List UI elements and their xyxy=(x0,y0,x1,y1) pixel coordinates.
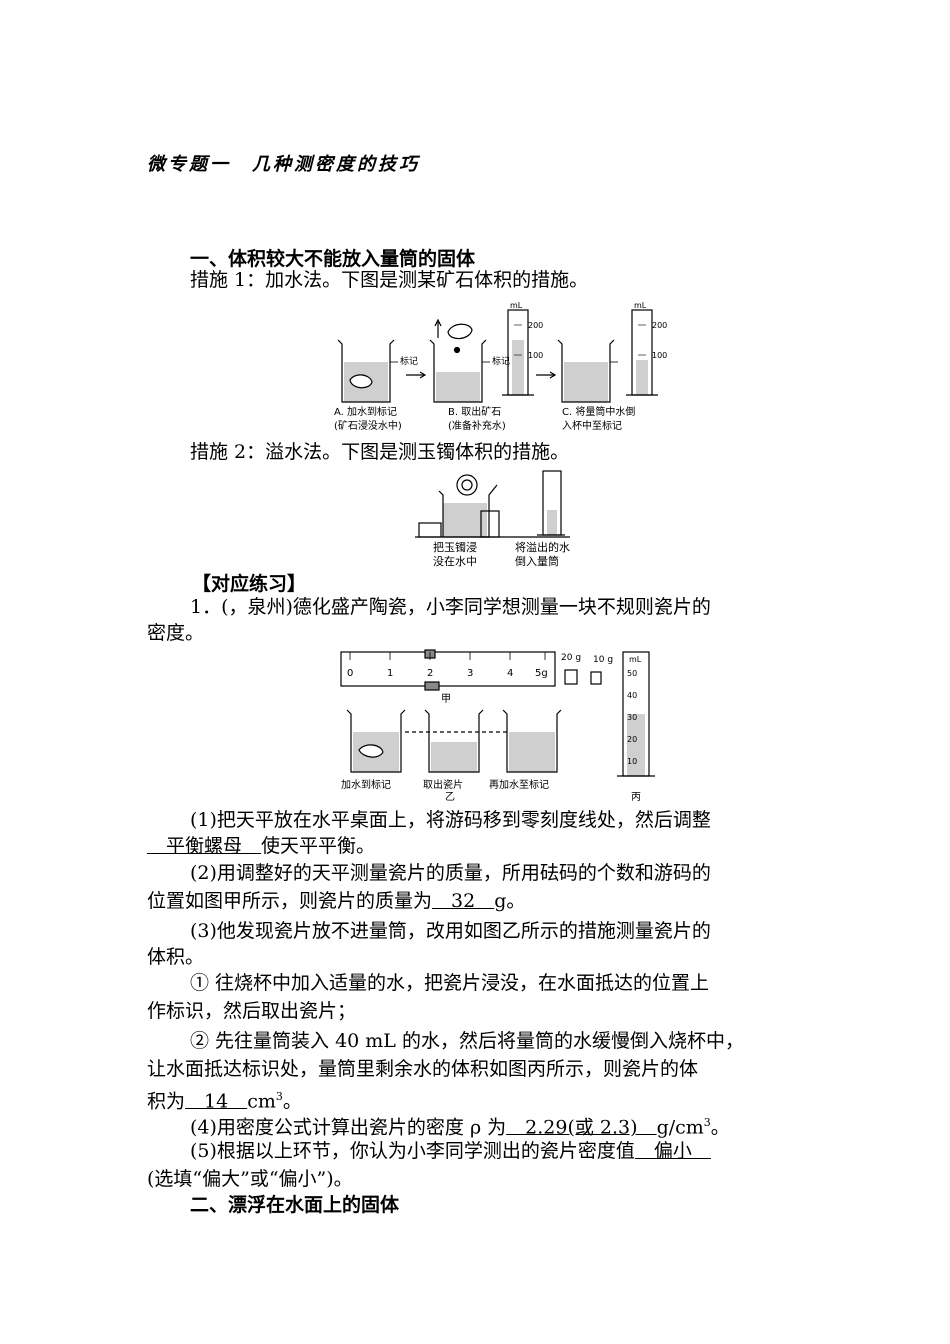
step3-unit: cm xyxy=(247,1090,276,1113)
fig2-right-line2: 倒入量筒 xyxy=(515,554,559,568)
step1-line2: 平衡螺母 使天平平衡。 xyxy=(147,831,375,861)
caption-a2: (矿石浸没水中) xyxy=(334,419,402,432)
step3-end: 。 xyxy=(282,1090,302,1113)
mark-label-a: 标记 xyxy=(400,355,418,367)
page-title: 微专题一 几种测密度的技巧 xyxy=(147,154,420,175)
cyl-20: 20 xyxy=(627,735,637,744)
figure-porcelain-measurement: 0 1 2 3 4 5g 20 g 10 g 甲 乙 丙 加水到标记 取出瓷片 … xyxy=(340,649,655,802)
step3-d2: 让水面抵达标识处，量筒里剩余水的体积如图丙所示，则瓷片的体 xyxy=(147,1058,699,1080)
step4-text: (4)用密度公式计算出瓷片的密度 ρ 为 xyxy=(190,1116,507,1139)
caption-add-water: 加水到标记 xyxy=(341,779,391,791)
tick-100-1: 100 xyxy=(528,351,543,360)
method2-text: 措施 2：溢水法。下图是测玉镯体积的措施。 xyxy=(190,441,570,463)
step2-text: 位置如图甲所示，则瓷片的质量为 xyxy=(147,890,433,912)
label-bing: 丙 xyxy=(631,792,641,802)
step5-text: (5)根据以上环节，你认为小李同学测出的瓷片密度值 xyxy=(190,1140,635,1162)
step4-sup: 3 xyxy=(703,1116,711,1129)
step2-line2: 位置如图甲所示，则瓷片的质量为 32 g。 xyxy=(147,886,525,916)
step3-sup: 3 xyxy=(275,1090,283,1103)
cylinder-ml: mL xyxy=(629,655,642,664)
step3-d3: 积为 14 cm3。 xyxy=(147,1082,302,1116)
q1-line2: 密度。 xyxy=(147,622,205,644)
step3-d3-text: 积为 xyxy=(147,1090,186,1113)
q1-line1: 1．(，泉州)德化盛产陶瓷，小李同学想测量一块不规则瓷片的 xyxy=(190,596,711,618)
step4-line: (4)用密度公式计算出瓷片的密度 ρ 为 2.29(或 2.3) g/cm3。 xyxy=(190,1108,730,1142)
step2-unit: g。 xyxy=(494,890,526,912)
label-yi: 乙 xyxy=(445,791,455,802)
tick-200-2: 200 xyxy=(652,321,667,330)
tick-100-2: 100 xyxy=(652,351,667,360)
caption-a1: A. 加水到标记 xyxy=(334,406,397,418)
cyl-10: 10 xyxy=(627,757,637,766)
answer-balance-nut: 平衡螺母 xyxy=(147,835,262,857)
answer-smaller: 偏小 xyxy=(634,1140,711,1162)
step3-line2: 体积。 xyxy=(147,946,205,968)
caption-remove-piece: 取出瓷片 xyxy=(423,778,463,791)
caption-b2: (准备补充水) xyxy=(448,419,506,432)
caption-c2: 入杯中至标记 xyxy=(562,419,622,432)
scale-1: 1 xyxy=(387,668,393,679)
caption-b1: B. 取出矿石 xyxy=(448,405,501,418)
figure-overflow-method: 把玉镯浸 没在水中 将溢出的水 倒入量筒 xyxy=(415,470,570,568)
scale-4: 4 xyxy=(507,668,513,679)
step2-line1: (2)用调整好的天平测量瓷片的质量，所用砝码的个数和游码的 xyxy=(190,862,711,884)
step1-end: 使天平平衡。 xyxy=(261,835,376,857)
scale-2: 2 xyxy=(427,668,433,679)
cyl-50: 50 xyxy=(627,669,637,678)
tick-200-1: 200 xyxy=(528,321,543,330)
practice-heading: 【对应练习】 xyxy=(192,573,307,595)
scale-3: 3 xyxy=(467,668,473,679)
step5-line1: (5)根据以上环节，你认为小李同学测出的瓷片密度值 偏小 xyxy=(190,1136,711,1166)
weight-20g: 20 g xyxy=(561,653,581,663)
ml-label-2: mL xyxy=(634,301,647,310)
step4-end: 。 xyxy=(710,1116,730,1139)
answer-volume: 14 xyxy=(185,1090,248,1113)
step5-line2: (选填“偏大”或“偏小”)。 xyxy=(147,1168,353,1190)
section1-heading: 一、体积较大不能放入量筒的固体 xyxy=(190,248,476,270)
figure-add-water-method: 标记 标记 mL 200 100 mL 200 100 A. 加水到标记 (矿石… xyxy=(334,301,667,432)
step1-line1: (1)把天平放在水平桌面上，将游码移到零刻度线处，然后调整 xyxy=(190,805,711,835)
answer-density: 2.29(或 2.3) xyxy=(506,1116,657,1139)
step3-line1: (3)他发现瓷片放不进量筒，改用如图乙所示的措施测量瓷片的 xyxy=(190,920,711,942)
caption-refill: 再加水至标记 xyxy=(489,779,549,791)
answer-mass: 32 xyxy=(432,890,495,912)
ml-label-1: mL xyxy=(510,301,523,310)
fig2-left-line2: 没在水中 xyxy=(433,555,477,568)
scale-0: 0 xyxy=(347,668,353,679)
weight-10g: 10 g xyxy=(593,655,613,665)
step4-unit: g/cm xyxy=(656,1116,704,1139)
scale-5g: 5g xyxy=(535,668,548,679)
step1-text: (1)把天平放在水平桌面上，将游码移到零刻度线处，然后调整 xyxy=(190,809,711,831)
caption-c1: C. 将量筒中水倒 xyxy=(562,405,635,418)
cyl-30: 30 xyxy=(627,713,637,722)
cyl-40: 40 xyxy=(627,691,637,700)
section2-heading: 二、漂浮在水面上的固体 xyxy=(190,1194,400,1216)
fig2-right-line1: 将溢出的水 xyxy=(515,540,570,554)
mark-label-b: 标记 xyxy=(492,355,510,367)
step3-c2: 作标识，然后取出瓷片； xyxy=(147,1000,357,1022)
label-jia: 甲 xyxy=(441,694,451,705)
method1-text: 措施 1：加水法。下图是测某矿石体积的措施。 xyxy=(190,269,589,291)
fig2-left-line1: 把玉镯浸 xyxy=(433,540,477,554)
step3-c1: ① 往烧杯中加入适量的水，把瓷片浸没，在水面抵达的位置上 xyxy=(190,972,710,994)
step3-d1: ② 先往量筒装入 40 mL 的水，然后将量筒的水缓慢倒入烧杯中， xyxy=(190,1030,744,1052)
